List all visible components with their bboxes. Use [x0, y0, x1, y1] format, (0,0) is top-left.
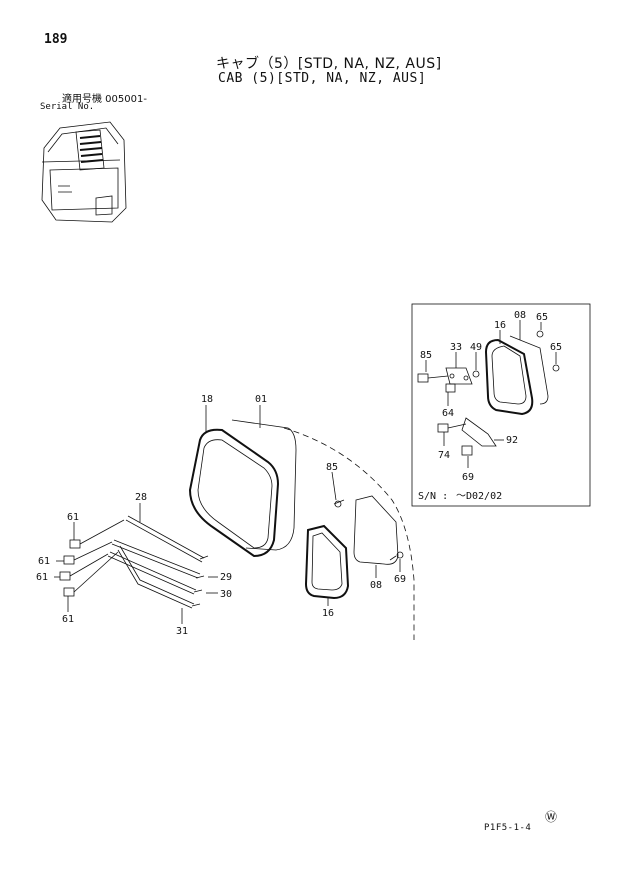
label-69-inset: 69 [462, 472, 474, 483]
rear-window-glass-08 [353, 495, 399, 565]
part-labels: 18 01 28 61 61 61 61 29 30 31 85 16 08 6… [36, 310, 562, 637]
window-seal-18 [188, 428, 280, 558]
leader-lines [54, 405, 401, 624]
label-18: 18 [201, 394, 213, 405]
label-01: 01 [255, 394, 267, 405]
label-65-b: 65 [550, 342, 562, 353]
sheet-code: P1F5-1-4 [484, 823, 532, 833]
label-65-a: 65 [536, 312, 548, 323]
rear-window-seal-16 [304, 524, 350, 600]
label-61-b: 61 [38, 556, 50, 567]
label-64: 64 [442, 408, 454, 419]
label-61-c: 61 [36, 572, 48, 583]
serial-label-english: Serial No. [40, 102, 95, 112]
label-61-a: 61 [67, 512, 79, 523]
label-29: 29 [220, 572, 232, 583]
label-08-main: 08 [370, 580, 382, 591]
page-number: 189 [44, 32, 68, 47]
label-74: 74 [438, 450, 450, 461]
screw-69 [389, 551, 404, 561]
title-japanese: キャブ（5）[STD, NA, NZ, AUS] [216, 56, 442, 72]
label-69-main: 69 [394, 574, 406, 585]
label-33: 33 [450, 342, 462, 353]
label-85-main: 85 [326, 462, 338, 473]
w-mark-icon: Ⓦ [545, 810, 558, 824]
inset-box [411, 303, 591, 507]
cab-thumbnail [41, 121, 127, 223]
window-glass-01 [231, 419, 297, 551]
label-08-inset: 08 [514, 310, 526, 321]
label-49: 49 [470, 342, 482, 353]
bolts-61 [59, 519, 125, 597]
label-16-main: 16 [322, 608, 334, 619]
label-30: 30 [220, 589, 232, 600]
inset-sn-label: S/N : [418, 491, 448, 502]
label-31: 31 [176, 626, 188, 637]
label-61-d: 61 [62, 614, 74, 625]
serial-label-japanese: 適用号機 005001- [62, 94, 147, 105]
label-28: 28 [135, 492, 147, 503]
label-16-inset: 16 [494, 320, 506, 331]
bolt-85 [333, 499, 345, 508]
cables [107, 515, 209, 609]
cab-outline-dashed [283, 427, 415, 640]
label-85-inset: 85 [420, 350, 432, 361]
label-92: 92 [506, 435, 518, 446]
inset-sn-value: ～D02/02 [456, 491, 502, 502]
title-english: CAB (5)[STD, NA, NZ, AUS] [218, 71, 427, 86]
